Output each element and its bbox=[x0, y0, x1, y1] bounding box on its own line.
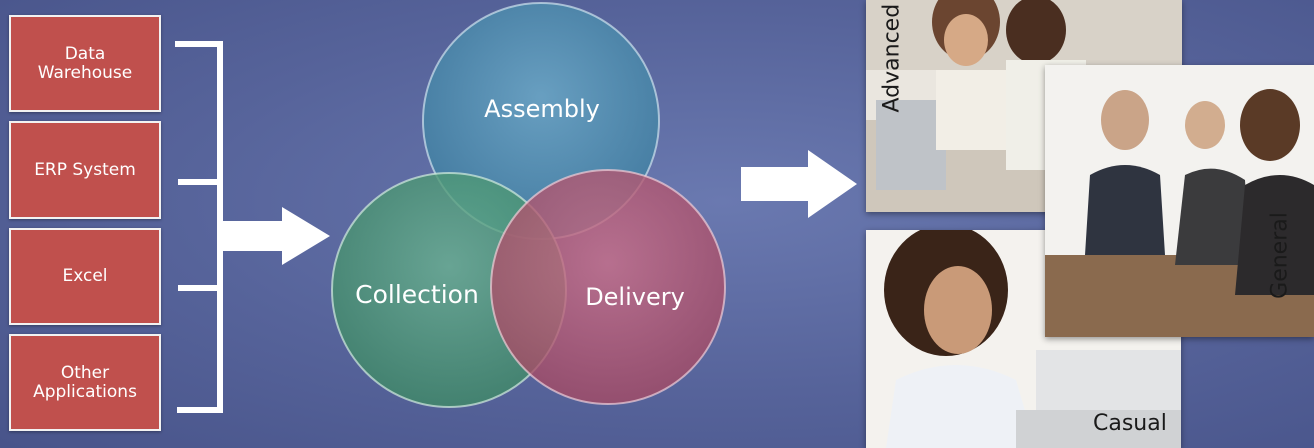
arrow-right-icon bbox=[220, 207, 330, 265]
advanced-label: Advanced bbox=[879, 3, 905, 113]
circle-delivery bbox=[490, 169, 726, 405]
photo-casual-users: Casual bbox=[866, 230, 1181, 448]
source-other-applications: Other Applications bbox=[9, 334, 161, 431]
source-excel: Excel bbox=[9, 228, 161, 325]
bracket-connector bbox=[175, 41, 223, 413]
source-label: Data Warehouse bbox=[37, 43, 133, 83]
arrow-right-icon bbox=[741, 150, 857, 218]
general-label: General bbox=[1267, 212, 1293, 299]
assembly-label: Assembly bbox=[484, 95, 600, 123]
casual-label: Casual bbox=[1093, 411, 1167, 436]
delivery-label: Delivery bbox=[585, 283, 685, 311]
source-label: Other Applications bbox=[33, 362, 137, 402]
woman-laptop-image bbox=[866, 230, 1181, 448]
photo-general-users: General bbox=[1045, 65, 1314, 337]
collection-label: Collection bbox=[355, 280, 479, 309]
source-data-warehouse: Data Warehouse bbox=[9, 15, 161, 112]
business-meeting-image bbox=[1045, 65, 1314, 337]
source-label: Excel bbox=[62, 266, 108, 286]
source-label: ERP System bbox=[34, 159, 136, 180]
source-erp-system: ERP System bbox=[9, 121, 161, 219]
